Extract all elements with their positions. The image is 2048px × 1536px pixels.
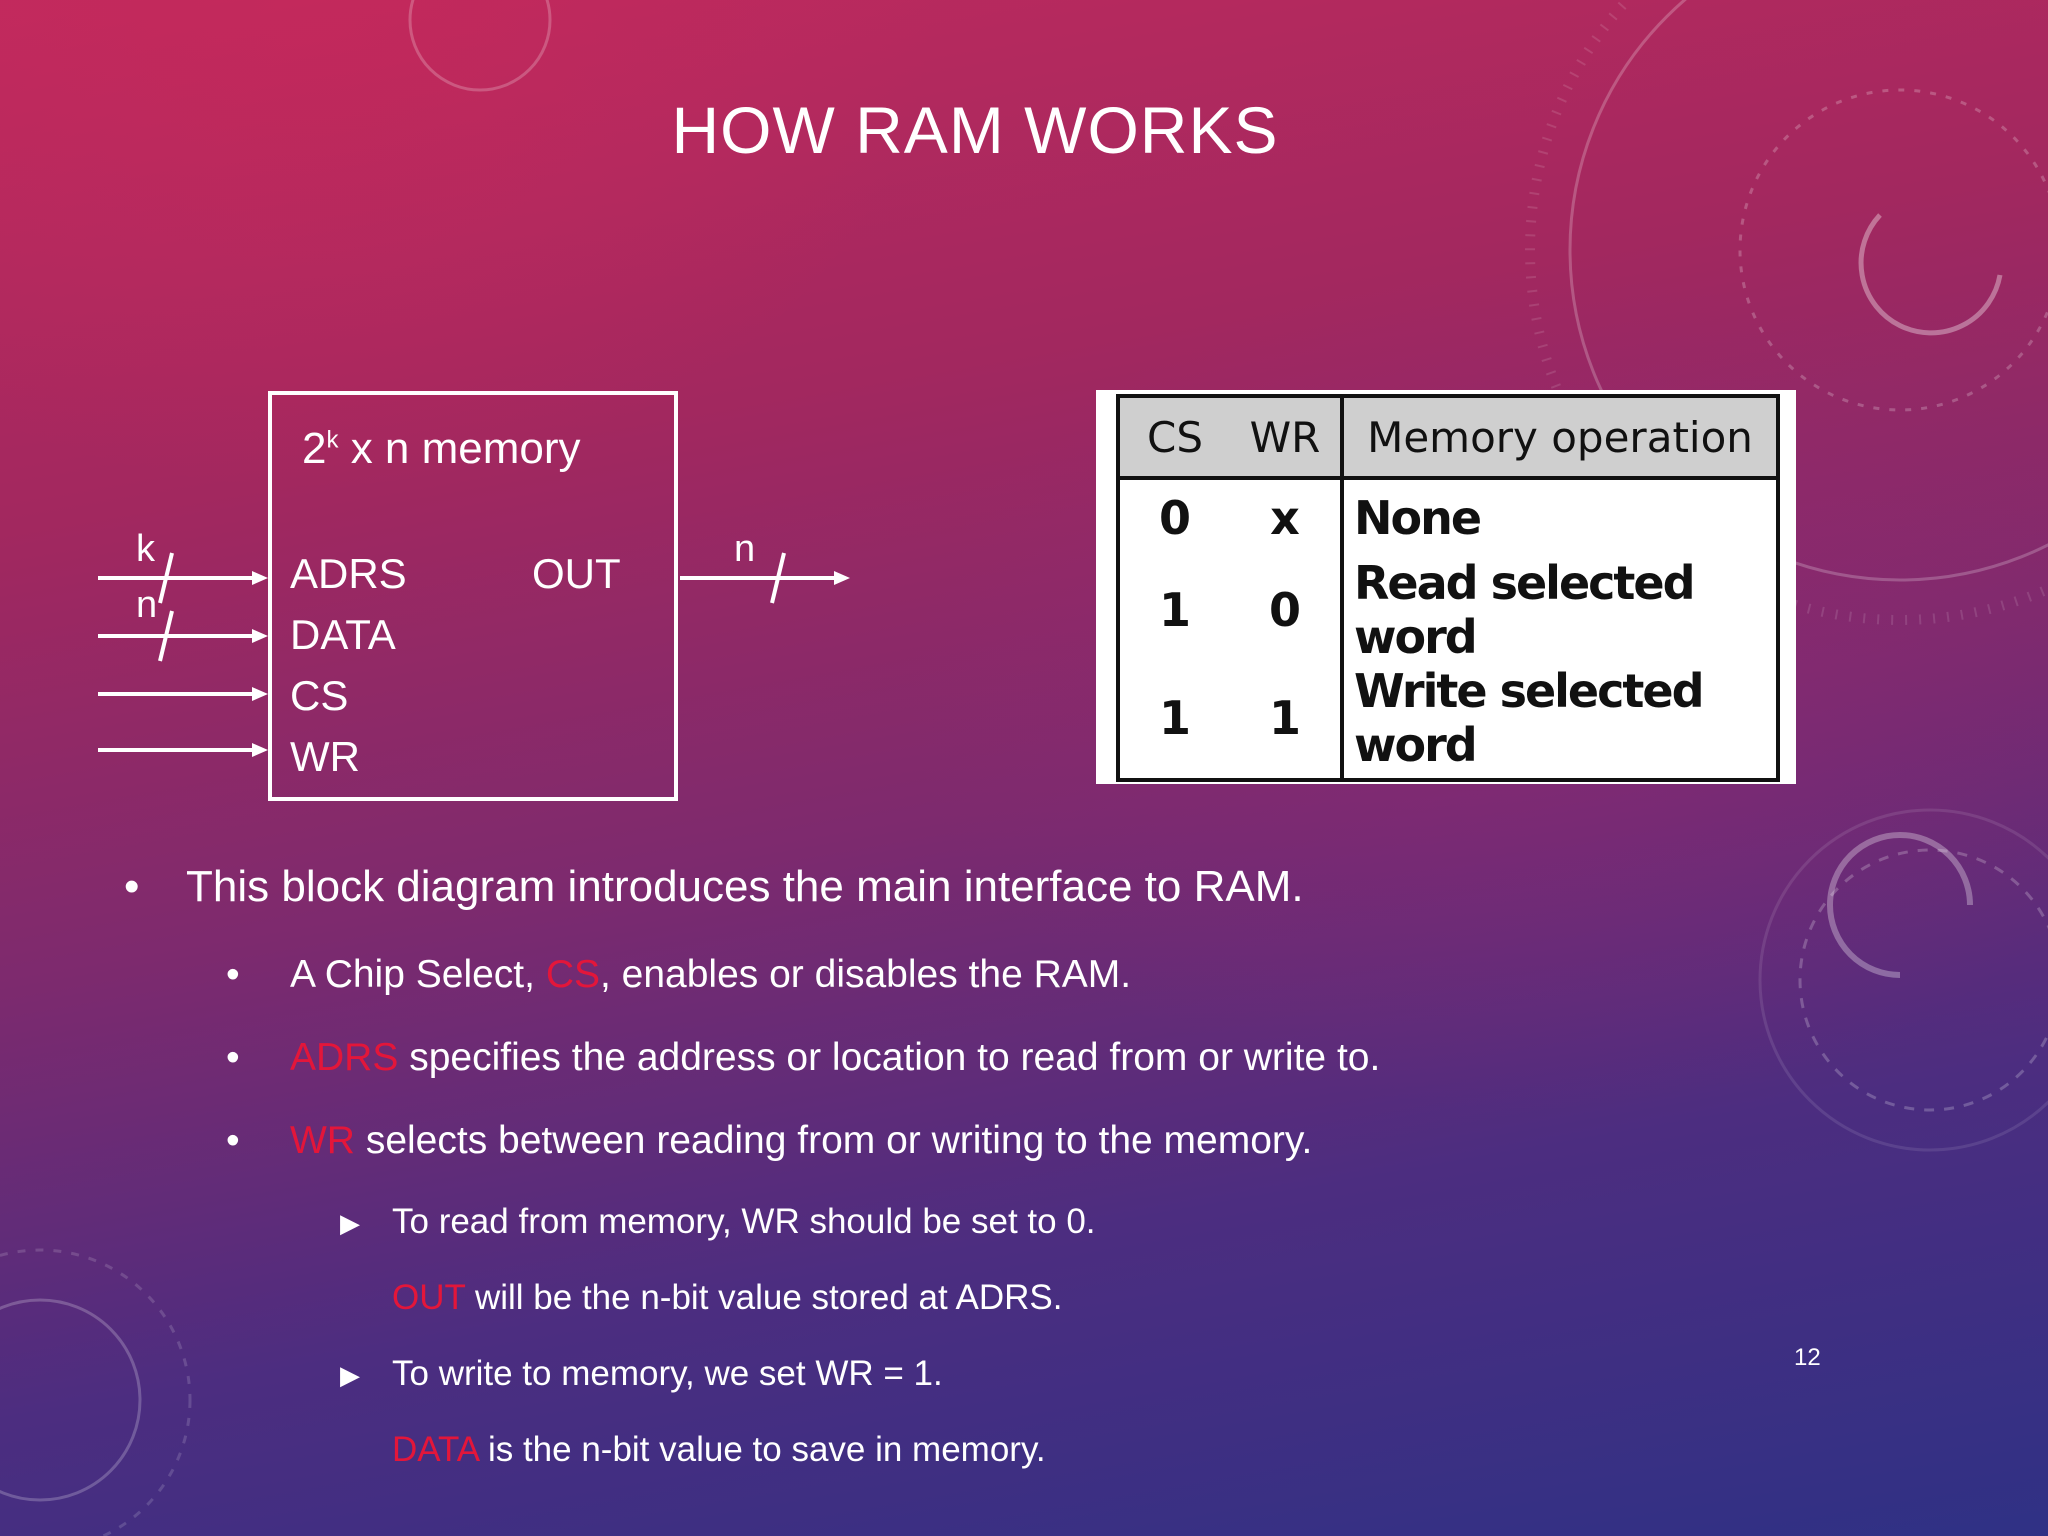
triangle-bullet-icon: ▶: [340, 1360, 360, 1390]
table-row: 1 1 Write selected word: [1118, 664, 1778, 780]
wr-highlight: WR: [290, 1119, 355, 1162]
header-memory-operation: Memory operation: [1342, 396, 1778, 480]
bullet-dot-icon: •: [226, 1119, 240, 1162]
cs-input-label: CS: [290, 672, 349, 719]
data-input-label: DATA: [290, 611, 396, 658]
out-highlight: OUT: [392, 1278, 466, 1317]
bullet-wr: • WR selects between reading from or wri…: [226, 1119, 1312, 1163]
cell-cs: 0: [1158, 491, 1191, 545]
read-instruction: To read from memory, WR should be set to…: [392, 1202, 1096, 1241]
memory-size-exponent: k: [326, 426, 339, 454]
bullet-main-text: This block diagram introduces the main i…: [186, 862, 1304, 911]
page-number: 12: [1794, 1344, 1821, 1371]
adrs-description: specifies the address or location to rea…: [398, 1036, 1381, 1079]
header-wr: WR: [1230, 396, 1344, 480]
cell-cs: 1: [1158, 583, 1191, 637]
cell-cs: 1: [1158, 691, 1191, 745]
out-bus-width-label: n: [734, 528, 756, 570]
cell-operation: Read selected word: [1354, 556, 1696, 664]
data-highlight: DATA: [392, 1430, 479, 1469]
out-output-label: OUT: [532, 550, 621, 597]
table-header-row: CS WR Memory operation: [1118, 396, 1778, 480]
bullet-read: ▶ To read from memory, WR should be set …: [340, 1202, 1096, 1242]
bullet-dot-icon: •: [226, 1036, 240, 1079]
adrs-bus-width-label: k: [136, 528, 155, 570]
cell-wr: x: [1230, 478, 1344, 556]
table-row: 0 x None: [1118, 478, 1778, 556]
memory-size-base: 2: [302, 424, 327, 473]
cs-highlight: CS: [545, 953, 600, 996]
memory-operation-table: CS WR Memory operation 0 x None 1 0 Read…: [1116, 394, 1780, 782]
out-description: will be the n-bit value stored at ADRS.: [465, 1278, 1063, 1317]
data-bus-width-label: n: [136, 584, 158, 626]
data-description: is the n-bit value to save in memory.: [478, 1430, 1046, 1469]
memory-block-title: 2k x n memory: [302, 424, 581, 474]
adrs-bus-slash: [158, 552, 174, 604]
cell-wr: 0: [1230, 556, 1344, 664]
bullet-chip-select: • A Chip Select, CS, enables or disables…: [226, 953, 1131, 997]
write-instruction: To write to memory, we set WR = 1.: [392, 1354, 943, 1393]
data-bus-slash: [158, 610, 174, 662]
bullet-dot-icon: •: [124, 862, 140, 911]
cell-operation: Write selected word: [1354, 664, 1705, 772]
wr-input-label: WR: [290, 733, 360, 780]
bullet-dot-icon: •: [226, 953, 240, 996]
memory-size-rest: x n memory: [338, 424, 581, 473]
bullet-adrs: • ADRS specifies the address or location…: [226, 1036, 1380, 1080]
adrs-highlight: ADRS: [290, 1036, 399, 1079]
cell-operation: None: [1354, 491, 1482, 545]
wr-description: selects between reading from or writing …: [354, 1119, 1313, 1162]
triangle-bullet-icon: ▶: [340, 1208, 360, 1238]
out-bus-slash: [770, 552, 786, 604]
adrs-input-label: ADRS: [290, 550, 407, 597]
cell-wr: 1: [1230, 664, 1344, 780]
table-row: 1 0 Read selected word: [1118, 556, 1778, 664]
memory-operation-table-panel: CS WR Memory operation 0 x None 1 0 Read…: [1096, 390, 1796, 784]
bullet-main: • This block diagram introduces the main…: [124, 862, 1304, 912]
read-result-line: OUT will be the n-bit value stored at AD…: [392, 1278, 1063, 1318]
write-data-line: DATA is the n-bit value to save in memor…: [392, 1430, 1046, 1470]
slide-title: HOW RAM WORKS: [671, 93, 1279, 167]
chip-select-prefix: A Chip Select,: [290, 953, 546, 996]
chip-select-suffix: , enables or disables the RAM.: [600, 953, 1132, 996]
header-cs: CS: [1118, 396, 1230, 480]
bullet-write: ▶ To write to memory, we set WR = 1.: [340, 1354, 943, 1394]
memory-block: [268, 391, 678, 801]
